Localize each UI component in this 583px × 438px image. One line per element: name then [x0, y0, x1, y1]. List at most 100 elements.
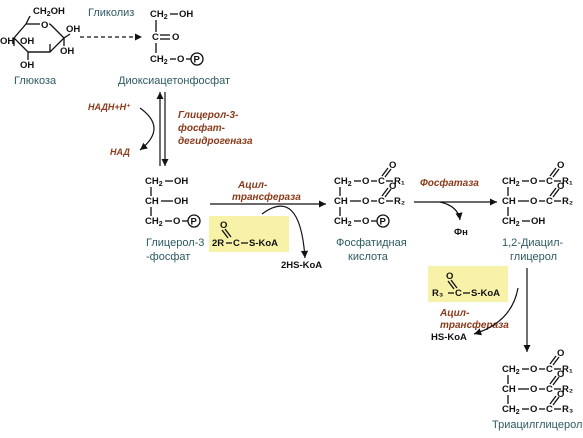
glycerol3p-structure: CH2 OH CH OH CH2 O P Глицерол-3 -фосфат: [145, 176, 204, 263]
pi-label: Фн: [454, 227, 468, 238]
dag-ch2-bottom: CH2: [502, 216, 520, 228]
hs-coa-label: HS-KoA: [431, 332, 467, 343]
dhap-o: O: [172, 32, 179, 43]
dag-r1: R₁: [562, 176, 573, 187]
g3p-phosphate-circle: [187, 214, 201, 228]
g3p-label-2: -фосфат: [146, 251, 190, 263]
acyl-coa-highlight-2: [428, 266, 508, 302]
acyl-coa-1-curve: [261, 205, 309, 259]
acyl-coa-1-double: [224, 228, 232, 238]
tag-double-2: [549, 375, 557, 385]
triacylglycerol-structure: CH2 O C O R₁ CH O C O R₂ CH2 O C O R₃ Тр…: [492, 348, 582, 431]
acyl-coa-1-double: [221, 229, 229, 239]
dag-c-2: C: [546, 196, 553, 207]
glucose-ring-oxygen: O: [41, 20, 48, 31]
pa-double-1: [384, 168, 392, 178]
dag-c-1: C: [546, 176, 553, 187]
dag-double-2: [552, 188, 560, 198]
tag-r3: R₃: [562, 404, 573, 415]
acyl-coa-2-double: [447, 280, 455, 290]
g3pdh-cofactor: НАДН+Н⁺ НАД: [88, 102, 155, 157]
tag-c-1: C: [546, 364, 553, 375]
dag-oh: OH: [531, 216, 545, 227]
pa-phosphate-p: P: [380, 217, 387, 228]
tag-o-carbonyl-1: O: [557, 348, 564, 359]
acyltransferase2-line2: трансфераза: [440, 319, 509, 331]
pa-double-2: [384, 188, 392, 198]
dag-label-1: 1,2-Диацил-: [502, 237, 564, 249]
acyl-coa-2-prefix: R₃: [432, 288, 443, 299]
dhap-phosphate-circle: [190, 52, 204, 66]
tag-c-2: C: [546, 384, 553, 395]
dag-o-carbonyl-1: O: [557, 160, 564, 171]
acyl-coa-2-tail: S-KoA: [471, 288, 500, 299]
dag-ch2-top: CH2: [502, 176, 520, 188]
acyl-coa-highlight-1: [209, 216, 289, 252]
g3p-oh-2: OH: [174, 196, 188, 207]
pa-o-carbonyl-2: O: [389, 181, 396, 192]
glucose-oh-1: OH: [0, 36, 14, 47]
hs-coa-2-label: 2HS-KoA: [281, 260, 322, 271]
glycolysis-step: Гликолиз: [80, 7, 142, 41]
nadh-nad-arrow: [139, 107, 155, 151]
nadh-label: НАДН+Н⁺: [88, 102, 131, 112]
g3pdh-line2: фосфат-: [178, 122, 226, 134]
tag-double-3: [549, 395, 557, 405]
dag-ch: CH: [502, 196, 516, 207]
phosphatase-pi-arrow: [439, 201, 463, 221]
acyl-coa-1-c: C: [233, 238, 240, 249]
g3p-o: O: [173, 216, 180, 227]
pa-ch2-top: CH2: [334, 176, 352, 188]
acyltransferase-step-1: Ацил- трансфераза O 2R C S-KoA 2HS-KoA: [209, 180, 326, 271]
dag-o-1: O: [530, 176, 537, 187]
phosphatase-label: Фосфатаза: [420, 177, 479, 189]
glucose-ch2oh-label: CH2OH: [33, 6, 65, 18]
pa-double-2: [381, 187, 389, 197]
dag-double-1: [549, 167, 557, 177]
dhap-oh: OH: [179, 9, 193, 20]
acyl-coa-1-prefix: 2R: [212, 238, 224, 249]
glucose-bond: [63, 33, 71, 39]
glycolysis-label: Гликолиз: [88, 7, 134, 19]
pa-label-1: Фосфатидная: [336, 237, 407, 249]
acyl-coa-2-curve: [473, 287, 519, 336]
tag-o-carbonyl-3: O: [557, 389, 564, 400]
tag-r2: R₂: [562, 384, 573, 395]
tag-label: Триацилглицерол: [492, 419, 582, 431]
pa-label-2: кислота: [348, 251, 389, 263]
dhap-ch2-top: CH2: [150, 9, 168, 21]
pa-r1: R₁: [394, 176, 405, 187]
pa-double-1: [381, 167, 389, 177]
dag-o-2: O: [530, 196, 537, 207]
tag-o-carbonyl-2: O: [557, 369, 564, 380]
tag-double-3: [552, 396, 560, 406]
g3p-label-1: Глицерол-3: [146, 237, 204, 249]
dhap-label: Диоксиацетонфосфат: [118, 75, 230, 87]
pa-ch2-bottom: CH2: [334, 216, 352, 228]
acyltransferase1-line1: Ацил-: [237, 180, 268, 191]
acyltransferase-step-2: O R₃ C S-KoA Ацил- трансфераза HS-KoA: [428, 266, 531, 352]
dhap-phosphate-p: P: [194, 55, 201, 66]
acyl-coa-1-o: O: [220, 220, 227, 231]
phosphatidic-acid-structure: CH2 O C O R₁ CH O C O R₂ CH2 O P Фосфати…: [334, 160, 407, 263]
acyltransferase2-line1: Ацил-: [439, 308, 470, 319]
pa-c-1: C: [378, 176, 385, 187]
acyltransferase1-line2: трансфераза: [232, 191, 301, 203]
acyl-coa-1-tail: S-KoA: [249, 238, 278, 249]
g3p-phosphate-p: P: [191, 217, 198, 228]
pa-r2: R₂: [394, 196, 405, 207]
pa-o-1: O: [362, 176, 369, 187]
acyl-coa-2-c: C: [455, 288, 462, 299]
dhap-structure: CH2 OH C O CH2 O P Диоксиацетонфосфат: [118, 9, 230, 87]
dag-r2: R₂: [562, 196, 573, 207]
pa-c-2: C: [378, 196, 385, 207]
tag-ch: CH: [502, 384, 516, 395]
pa-ch: CH: [334, 196, 348, 207]
acyl-coa-2-double: [450, 279, 458, 289]
tag-r1: R₁: [562, 364, 573, 375]
diacylglycerol-structure: CH2 O C O R₁ CH O C O R₂ CH2 OH 1,2-Диац…: [502, 160, 573, 263]
pa-phosphate-circle: [376, 214, 390, 228]
pa-o-carbonyl-1: O: [389, 160, 396, 171]
